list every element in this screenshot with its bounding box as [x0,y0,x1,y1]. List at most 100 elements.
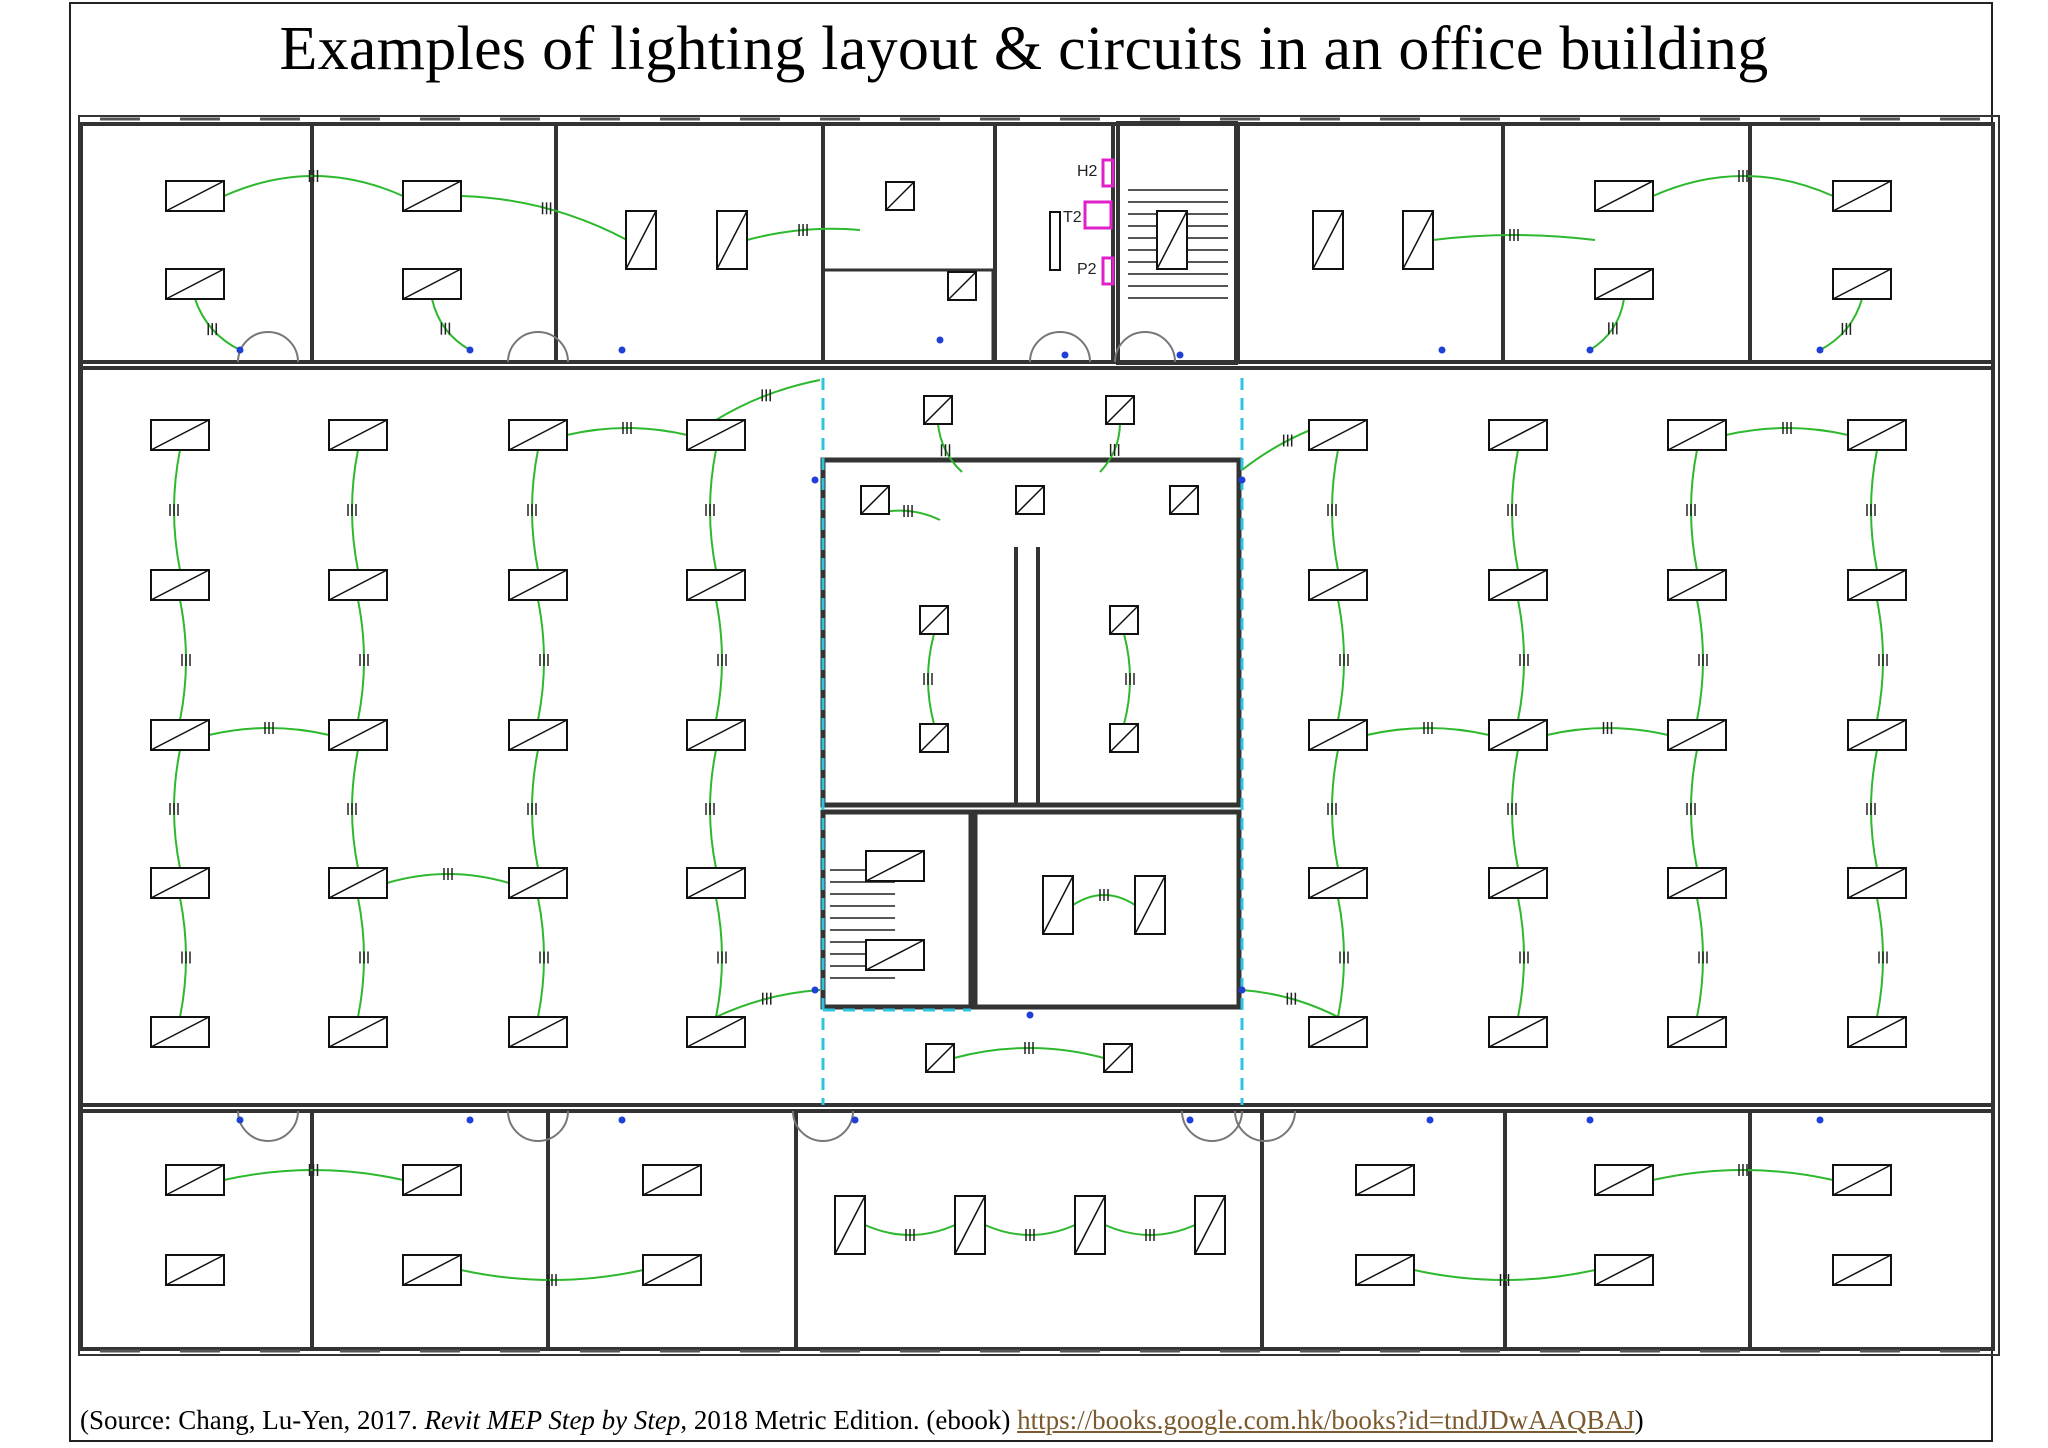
circuit-wire [173,749,181,869]
light-fixture-diagonal [1847,569,1907,601]
light-fixture-diagonal [1594,268,1654,300]
light-fixture-diagonal [686,1016,746,1048]
circuit-wire [1511,449,1519,571]
source-suffix: ) [1634,1405,1644,1435]
circuit-wire [1331,449,1339,571]
light-fixture-diagonal [402,180,462,212]
circuit-wire [1696,897,1704,1018]
light-fixture-diagonal [328,719,388,751]
light-fixture-diagonal [1847,867,1907,899]
light-switch [618,1116,626,1124]
panel-h2 [1101,158,1115,188]
light-fixture-diagonal [1015,485,1045,515]
light-fixture-diagonal [1488,419,1548,451]
light-switch [1238,476,1246,484]
circuit-wire [194,298,241,351]
circuit-wire [531,749,539,869]
circuit-wire [1870,449,1878,571]
light-fixture-diagonal [1488,867,1548,899]
wall-outline [1116,121,1238,365]
wall-outline [820,457,1242,808]
light-fixture-diagonal [642,1254,702,1286]
circuit-wire [715,379,821,421]
light-fixture-diagonal [1312,210,1344,270]
circuit-wire [1876,599,1884,721]
light-fixture-diagonal [1308,419,1368,451]
light-switch [851,1116,859,1124]
light-fixture-diagonal [625,210,657,270]
light-fixture-diagonal [1488,1016,1548,1048]
light-fixture-diagonal [865,939,925,971]
light-fixture-diagonal [1109,605,1139,635]
panel-label-h2: H2 [1077,163,1098,180]
light-switch [1026,1011,1034,1019]
light-fixture-diagonal [1667,419,1727,451]
electrical-panels: H2 T2 P2 [1063,158,1115,286]
door-swing [237,331,299,363]
circuit-wire [357,897,365,1018]
light-fixture-diagonal [1042,875,1074,935]
circuit-wire [1331,749,1339,869]
light-fixture-diagonal [150,719,210,751]
light-switch [811,986,819,994]
light-fixture-diagonal [508,569,568,601]
light-fixture-diagonal [1667,867,1727,899]
light-fixture-diagonal [834,1195,866,1255]
door-swing [1114,331,1176,363]
figure-title: Examples of lighting layout & circuits i… [279,15,1769,83]
light-fixture-diagonal [865,850,925,882]
light-switch [466,1116,474,1124]
circuit-wire [351,449,359,571]
source-citation: (Source: Chang, Lu-Yen, 2017. Revit MEP … [80,1405,1644,1436]
light-fixture-diagonal [1667,569,1727,601]
circuit-wire [1241,989,1339,1018]
light-fixture-diagonal [923,395,953,425]
light-fixture-diagonal [328,1016,388,1048]
light-fixtures [150,180,1907,1286]
light-switch [236,1116,244,1124]
light-fixture-diagonal [1847,719,1907,751]
light-fixture-diagonal [1074,1195,1106,1255]
circuit-wire [1690,449,1698,571]
source-link[interactable]: https://books.google.com.hk/books?id=tnd… [1017,1405,1635,1435]
light-fixture-diagonal [165,268,225,300]
light-fixture-diagonal [1308,719,1368,751]
light-fixture-diagonal [885,181,915,211]
light-fixture-diagonal [1103,1043,1133,1073]
light-fixture-diagonal [402,1254,462,1286]
door-swing [507,331,569,363]
light-switch [1186,1116,1194,1124]
light-fixture-diagonal [328,419,388,451]
light-fixture-diagonal [508,419,568,451]
circuit-wire [1876,897,1884,1018]
light-fixture-diagonal [1667,719,1727,751]
light-fixture-diagonal [716,210,748,270]
circuit-wire [1123,633,1131,725]
light-fixture-diagonal [1832,268,1892,300]
light-fixture-diagonal [1134,875,1166,935]
circuit-wire [537,897,545,1018]
light-switch [1816,1116,1824,1124]
light-fixture-diagonal [686,719,746,751]
light-fixture [1049,211,1061,271]
circuit-wire [1690,749,1698,869]
light-fixture-diagonal [1308,1016,1368,1048]
source-book-title: Revit MEP Step by Step [424,1405,681,1435]
light-fixture-diagonal [1105,395,1135,425]
light-fixture-diagonal [1594,1254,1654,1286]
panel-label-p2: P2 [1077,261,1097,278]
light-fixture-diagonal [150,1016,210,1048]
circuit-wire [709,449,717,571]
circuit-wire [173,449,181,571]
light-fixture-diagonal [508,867,568,899]
light-fixture-diagonal [1355,1164,1415,1196]
light-switch [1426,1116,1434,1124]
door-swing [1029,331,1091,363]
light-fixture-diagonal [1594,1164,1654,1196]
wall-outline [79,122,1995,1351]
light-fixture-diagonal [1402,210,1434,270]
light-fixture-diagonal [1667,1016,1727,1048]
circuit-wire [1870,749,1878,869]
source-middle: , 2018 Metric Edition. (ebook) [680,1405,1018,1435]
light-switch [1061,351,1069,359]
